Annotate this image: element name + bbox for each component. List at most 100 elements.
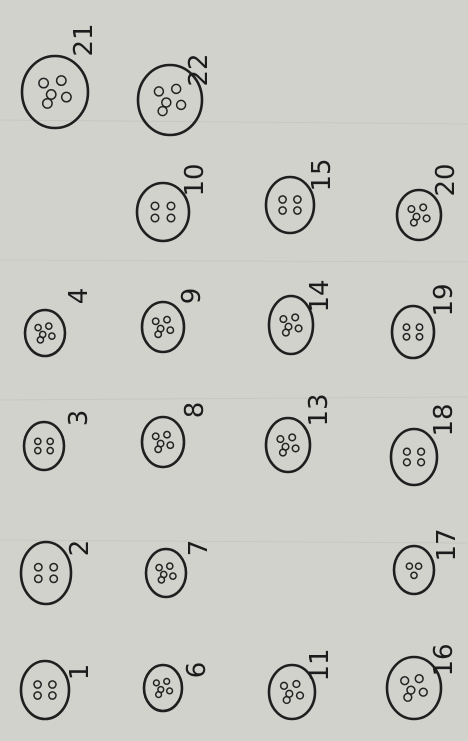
button-outline [394, 546, 434, 594]
button-hole [403, 324, 409, 330]
button-sketch: 11 [269, 648, 335, 719]
button-sketch: 9 [142, 288, 207, 352]
button-hole [57, 76, 66, 85]
button-sketch: 15 [266, 158, 337, 233]
button-hole [416, 324, 422, 330]
button-hole [403, 334, 409, 340]
button-hole [151, 202, 159, 210]
button-hole [34, 681, 41, 688]
button-hole [177, 100, 186, 109]
button-hole [154, 87, 163, 96]
button-hole [62, 92, 71, 101]
button-hole [156, 565, 162, 571]
button-hole [419, 688, 427, 696]
button-sketch: 8 [142, 402, 210, 467]
button-hole [418, 448, 425, 455]
button-hole [35, 564, 42, 571]
button-hole [167, 563, 173, 569]
button-hole [35, 438, 41, 444]
button-hole [279, 196, 286, 203]
button-hole [294, 196, 301, 203]
button-number-label: 15 [307, 158, 337, 191]
button-hole [167, 202, 175, 210]
button-hole [153, 318, 159, 324]
button-hole [47, 90, 56, 99]
button-hole [49, 692, 56, 699]
button-hole [277, 436, 284, 443]
button-hole [280, 449, 287, 456]
button-hole [154, 680, 160, 686]
button-sketch: 22 [138, 53, 214, 135]
button-hole [404, 448, 411, 455]
button-hole [164, 317, 170, 323]
button-sketch: 3 [24, 410, 94, 470]
button-hole [50, 564, 57, 571]
button-hole [167, 442, 173, 448]
button-sketch: 21 [22, 23, 99, 128]
button-hole [162, 98, 171, 107]
button-sketch: 1 [21, 661, 95, 719]
button-hole [401, 677, 409, 685]
button-sketch: 17 [394, 528, 462, 594]
button-number-label: 3 [64, 410, 94, 427]
button-hole [155, 331, 161, 337]
button-hole [297, 692, 304, 699]
button-number-label: 6 [182, 662, 212, 679]
button-hole [47, 438, 53, 444]
button-sketch: 18 [391, 403, 459, 485]
button-hole [158, 107, 167, 116]
button-number-label: 20 [431, 163, 461, 196]
button-hole [411, 219, 418, 226]
button-sketch: 4 [25, 288, 94, 356]
button-sketch: 6 [144, 662, 212, 711]
button-hole [153, 433, 159, 439]
button-hole [415, 675, 423, 683]
button-hole [292, 445, 299, 452]
button-hole [404, 693, 412, 701]
button-hole [294, 207, 301, 214]
button-hole [49, 681, 56, 688]
button-hole [170, 573, 176, 579]
button-hole [50, 575, 57, 582]
button-hole [420, 204, 427, 211]
button-number-label: 9 [177, 288, 207, 305]
button-hole [416, 563, 422, 569]
button-sketch: 19 [392, 283, 459, 358]
button-number-label: 16 [429, 643, 459, 676]
button-hole [279, 207, 286, 214]
button-number-label: 21 [69, 23, 99, 56]
button-outline [392, 306, 434, 358]
button-hole [406, 563, 412, 569]
button-sketch: 7 [146, 540, 214, 597]
button-hole [47, 448, 53, 454]
button-hole [167, 214, 175, 222]
button-hole [49, 333, 55, 339]
button-outline [21, 542, 71, 604]
button-sketch: 10 [137, 163, 210, 241]
button-sketch: 13 [266, 393, 334, 472]
button-hole [43, 99, 52, 108]
button-number-label: 2 [65, 540, 95, 557]
button-number-label: 8 [180, 402, 210, 419]
button-outline [21, 661, 69, 719]
button-hole [167, 688, 173, 694]
button-number-label: 10 [180, 163, 210, 196]
button-hole [281, 682, 288, 689]
button-hole [39, 78, 48, 87]
button-sketch: 14 [269, 279, 335, 354]
button-hole [289, 434, 296, 441]
button-number-label: 11 [305, 648, 335, 681]
button-number-label: 13 [304, 393, 334, 426]
button-number-label: 19 [429, 283, 459, 316]
button-hole [418, 459, 425, 466]
button-sketch: 16 [387, 643, 459, 719]
button-hole [411, 572, 417, 578]
button-number-label: 17 [432, 528, 462, 561]
button-number-label: 7 [184, 540, 214, 557]
button-hole [292, 314, 299, 321]
button-hole [172, 84, 181, 93]
button-number-label: 14 [305, 279, 335, 312]
button-hole [423, 215, 430, 222]
button-hole [35, 448, 41, 454]
